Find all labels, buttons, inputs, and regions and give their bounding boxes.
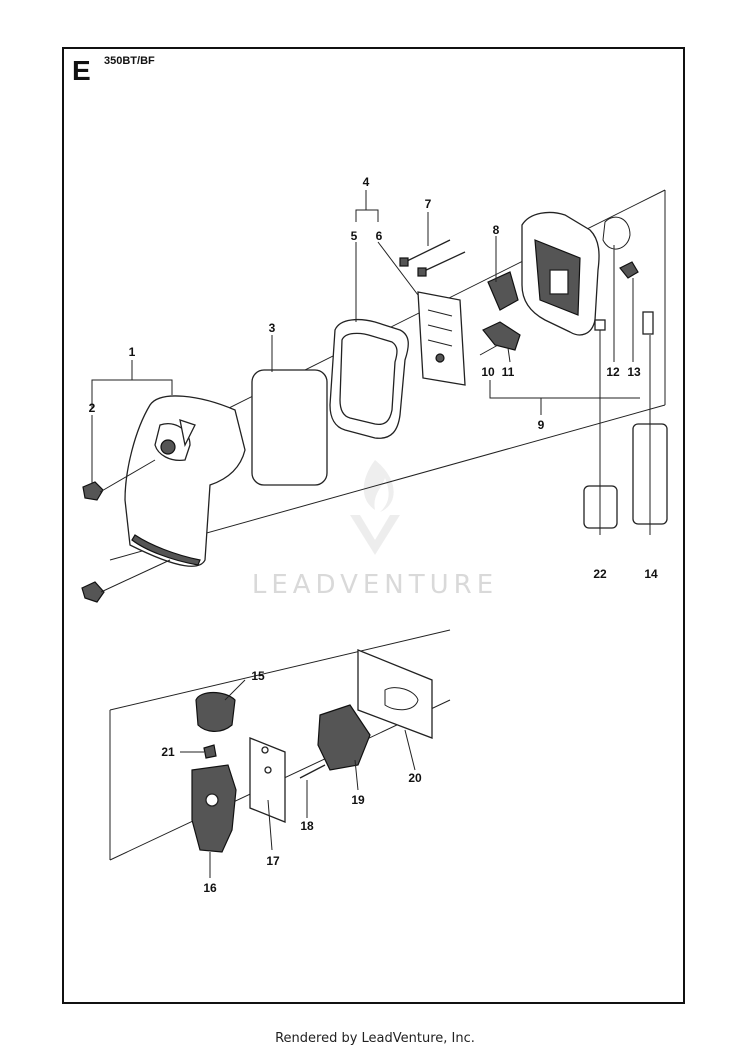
housing-clip xyxy=(619,261,639,279)
callout-13: 13 xyxy=(627,365,641,379)
section-letter: E xyxy=(72,55,91,86)
callout-19: 19 xyxy=(351,793,365,807)
callout-8: 8 xyxy=(493,223,500,237)
callout-1: 1 xyxy=(129,345,136,359)
intake-manifold-19 xyxy=(317,704,371,771)
choke-plate xyxy=(487,271,519,311)
callout-5: 5 xyxy=(351,229,358,243)
callout-17: 17 xyxy=(266,854,280,868)
callout-10: 10 xyxy=(481,365,495,379)
callout-20: 20 xyxy=(408,771,422,785)
model-label: 350BT/BF xyxy=(104,55,155,67)
bracket-and-screw xyxy=(479,321,521,356)
callout-2: 2 xyxy=(89,401,96,415)
carburetor-cap xyxy=(195,691,236,732)
insulator-gasket-20 xyxy=(357,649,433,739)
cover-knob-upper xyxy=(82,459,156,501)
callout-7: 7 xyxy=(425,197,432,211)
o-ring-seal xyxy=(602,216,631,250)
air-filter-housing xyxy=(521,211,600,336)
watermark-text: LEADVENTURE xyxy=(252,570,498,600)
callout-14: 14 xyxy=(644,567,658,581)
cover-knob-lower xyxy=(81,559,171,603)
small-label-22 xyxy=(594,319,606,331)
callout-12: 12 xyxy=(606,365,620,379)
callout-18: 18 xyxy=(300,819,314,833)
callout-4: 4 xyxy=(363,175,370,189)
rendered-by-footer: Rendered by LeadVenture, Inc. xyxy=(275,1031,475,1046)
callout-leaders xyxy=(91,190,651,878)
callout-9: 9 xyxy=(538,418,545,432)
air-filter-cover xyxy=(124,395,246,567)
foam-air-filter xyxy=(251,369,328,486)
callout-15: 15 xyxy=(251,669,265,683)
carburetor-gasket-17 xyxy=(249,737,286,823)
callout-3: 3 xyxy=(269,321,276,335)
callout-22: 22 xyxy=(593,567,607,581)
carburetor xyxy=(191,764,237,853)
small-label-14 xyxy=(642,311,654,335)
callout-11: 11 xyxy=(502,365,515,379)
callout-16: 16 xyxy=(203,881,217,895)
filter-screen-plate xyxy=(417,291,466,386)
intake-screw-18 xyxy=(299,764,326,779)
filter-bolts xyxy=(399,239,466,277)
filter-frame xyxy=(329,318,409,439)
primer-bulb-21 xyxy=(203,744,217,759)
leadventure-watermark-logo xyxy=(350,460,400,555)
diagram-frame xyxy=(62,47,685,1004)
callout-6: 6 xyxy=(376,229,383,243)
callout-21: 21 xyxy=(161,745,175,759)
